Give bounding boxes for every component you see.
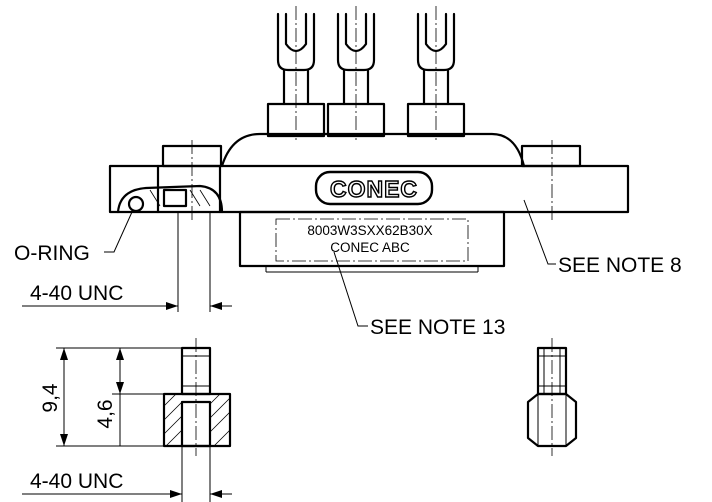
thread-label-bottom: 4-40 UNC — [30, 470, 123, 493]
coax-contact-left — [266, 12, 326, 138]
thread-dimension-bottom — [22, 446, 232, 502]
note8-leader — [523, 199, 556, 265]
dimension-overall-label: 9,4 — [39, 383, 62, 413]
conec-logo: CONEC — [314, 170, 434, 206]
oring-leader — [104, 211, 133, 253]
dimension-overall — [56, 347, 182, 447]
dimension-partial — [112, 348, 164, 446]
oring-detail — [116, 184, 224, 214]
thread-dimension-top — [22, 212, 232, 312]
coax-contact-right — [406, 12, 466, 138]
svg-text:CONEC: CONEC — [330, 176, 418, 202]
note8-label: SEE NOTE 8 — [558, 254, 682, 277]
oring-label: O-RING — [14, 242, 90, 265]
note13-label: SEE NOTE 13 — [370, 316, 505, 339]
note13-leader — [333, 251, 368, 327]
thread-label-top: 4-40 UNC — [30, 282, 123, 305]
dimension-partial-label: 4,6 — [94, 399, 117, 428]
connector-body — [108, 132, 630, 273]
standoff-section — [162, 346, 232, 448]
marking-line1: 8003W3SXX62B30X — [307, 223, 432, 238]
marking-line2: CONEC ABC — [330, 240, 410, 255]
